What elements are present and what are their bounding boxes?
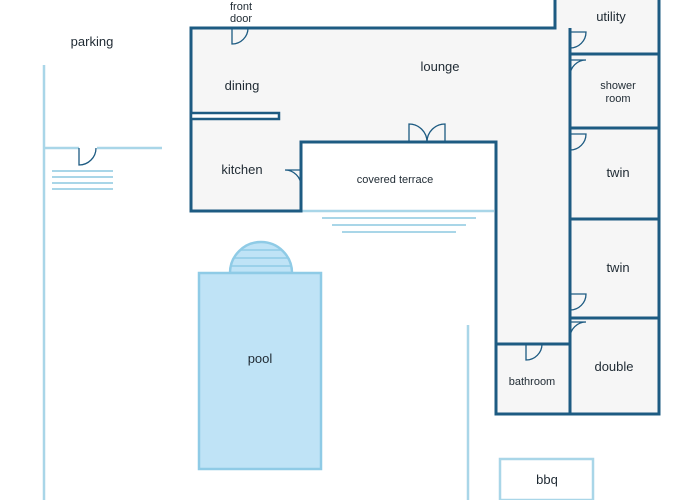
double-label: double	[594, 359, 633, 374]
dining-label: dining	[225, 78, 260, 93]
double-door-icon[interactable]	[569, 321, 587, 339]
shower-room-label-line1: shower	[600, 80, 636, 92]
kitchen-terrace-door-icon[interactable]	[284, 169, 302, 187]
lounge-terrace-door-right-icon[interactable]	[426, 123, 446, 143]
utility-door-icon[interactable]	[569, 31, 587, 49]
kitchen-label: kitchen	[221, 162, 262, 177]
twin-1-door-icon[interactable]	[569, 133, 587, 151]
house-footprint	[191, 0, 659, 414]
shower-room-label-line2: room	[605, 93, 630, 105]
house-exterior-wall	[189, 0, 661, 416]
front-door-icon[interactable]	[231, 27, 249, 45]
covered-terrace-label: covered terrace	[357, 174, 433, 186]
shower-door-icon[interactable]	[569, 59, 587, 77]
pool-dome-steps	[231, 249, 291, 267]
parking-steps	[52, 170, 113, 190]
pool-label: pool	[248, 351, 273, 366]
lounge-label: lounge	[420, 59, 459, 74]
utility-label: utility	[596, 9, 626, 24]
front-door-label-line2: door	[230, 13, 252, 25]
parking-label: parking	[71, 34, 114, 49]
interior-walls	[189, 28, 659, 414]
doors	[78, 27, 587, 361]
bathroom-label: bathroom	[509, 376, 555, 388]
parking-gate-icon[interactable]	[78, 147, 97, 166]
twin-2-door-icon[interactable]	[569, 293, 587, 311]
room-labels: parking front door lounge dining kitchen…	[71, 1, 636, 487]
bbq-area	[498, 457, 595, 500]
pool	[197, 240, 323, 471]
pool-basin	[197, 271, 323, 471]
twin-2-label: twin	[606, 260, 629, 275]
terrace-steps	[322, 217, 476, 233]
bathroom-door-icon[interactable]	[525, 343, 543, 361]
bbq-label: bbq	[536, 472, 558, 487]
twin-1-label: twin	[606, 165, 629, 180]
dining-kitchen-partition	[189, 111, 281, 121]
front-door-label-line1: front	[230, 1, 252, 13]
outdoor-lines	[42, 65, 494, 500]
